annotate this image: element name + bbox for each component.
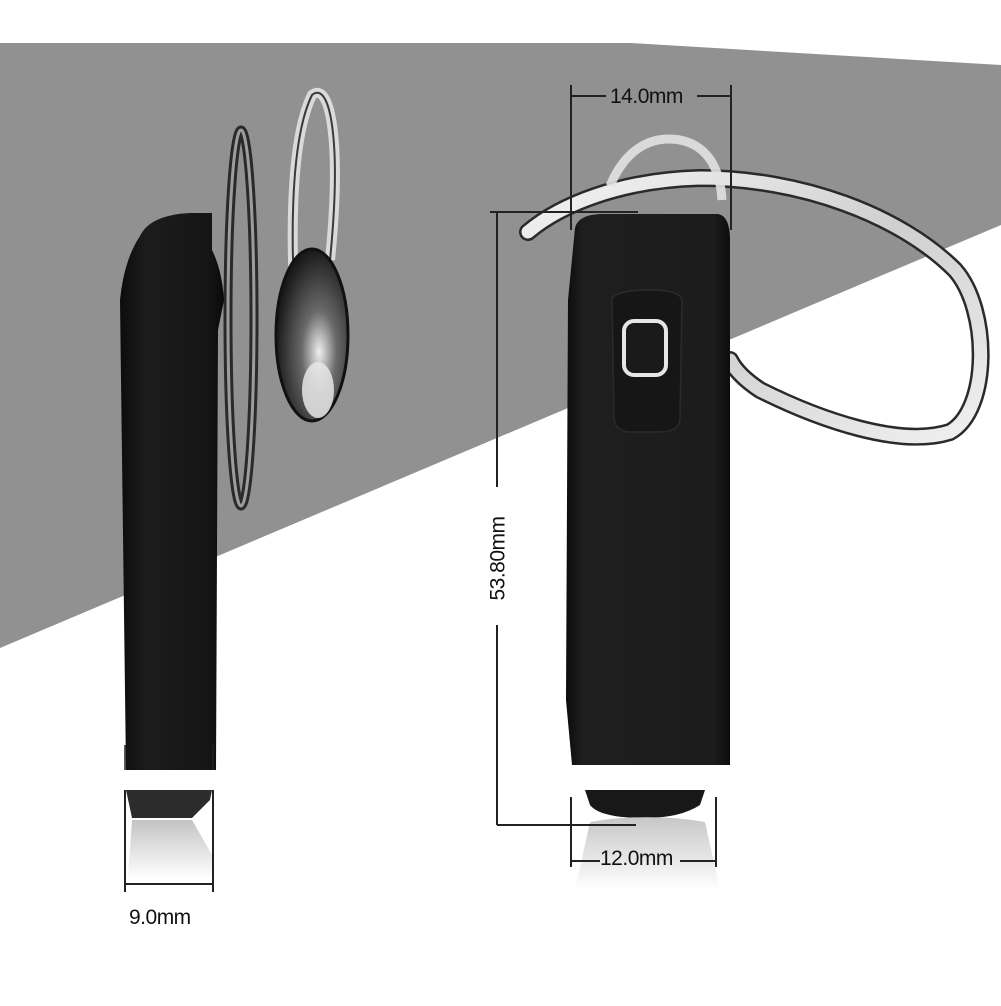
side-bottom-cap	[126, 790, 212, 818]
dimension-label-bottom-width: 12.0mm	[600, 847, 673, 870]
front-bottom-cap	[585, 790, 705, 818]
dimension-label-side-thickness: 9.0mm	[129, 906, 191, 929]
multifunction-button[interactable]	[622, 319, 668, 377]
dimension-label-height: 53.80mm	[486, 516, 510, 601]
dimension-label-top-width: 14.0mm	[610, 85, 683, 108]
front-body	[566, 214, 730, 765]
front-bottom-reflection	[575, 817, 720, 890]
side-bottom-reflection	[128, 820, 212, 878]
front-view	[490, 85, 990, 890]
side-view	[120, 87, 350, 892]
side-body	[120, 213, 224, 770]
